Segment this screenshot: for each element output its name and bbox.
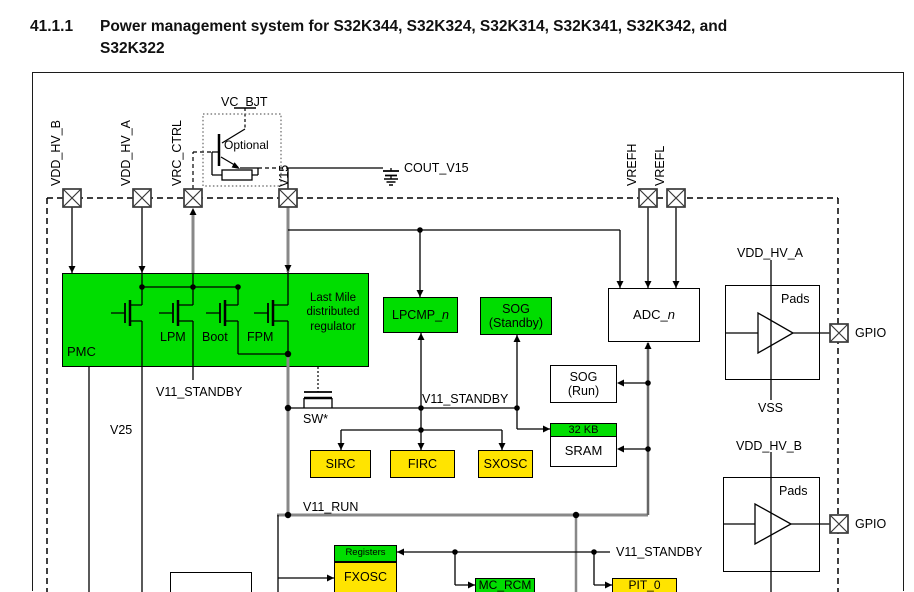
v11-run-label: V11_RUN bbox=[303, 500, 359, 514]
adc-n: n bbox=[667, 306, 675, 322]
pmc-label: PMC bbox=[67, 344, 96, 359]
arrowheads bbox=[68, 162, 680, 589]
optional-box bbox=[202, 113, 282, 187]
pin-v15-icon bbox=[278, 188, 298, 208]
adc-label: ADC_ bbox=[633, 306, 668, 322]
fxosc-registers-banner: Registers bbox=[334, 545, 397, 562]
section-title-line2: S32K322 bbox=[100, 40, 165, 57]
sxosc-block: SXOSC bbox=[478, 450, 533, 478]
pit0-block: PIT_0 bbox=[612, 578, 677, 592]
pin-vrefh-icon bbox=[638, 188, 658, 208]
pin-icons bbox=[62, 188, 849, 534]
gpio-b-label: GPIO bbox=[855, 517, 887, 531]
vdd-hv-b-pads-label: VDD_HV_B bbox=[736, 439, 802, 453]
pin-vdd-hv-a-icon bbox=[132, 188, 152, 208]
sirc-block: SIRC bbox=[310, 450, 371, 478]
pin-gpio-a-icon bbox=[829, 323, 849, 343]
boot-label: Boot bbox=[202, 330, 228, 344]
capacitor-ground-icon bbox=[383, 170, 399, 186]
pin-vrc-ctrl-icon bbox=[183, 188, 203, 208]
v11-standby-mid-label: V11_STANDBY bbox=[422, 392, 509, 406]
pads-b-label: Pads bbox=[779, 484, 808, 498]
power-wires bbox=[191, 207, 648, 517]
gpio-a-label: GPIO bbox=[855, 326, 887, 340]
aux-dashed bbox=[192, 108, 319, 392]
chip-boundary bbox=[46, 197, 839, 592]
optional-label: Optional bbox=[224, 138, 269, 152]
lpcmp-label: LPCMP_ bbox=[392, 307, 443, 322]
pin-vdd-hv-b-icon bbox=[62, 188, 82, 208]
pin-label-vrc-ctrl: VRC_CTRL bbox=[170, 120, 184, 186]
lpcmp-block: LPCMP_n bbox=[383, 297, 458, 333]
v25-label: V25 bbox=[110, 423, 133, 437]
junction-dots bbox=[139, 227, 651, 555]
pin-label-vrefl: VREFL bbox=[653, 145, 667, 186]
pin-label-vdd-hv-b: VDD_HV_B bbox=[49, 120, 63, 186]
v11-standby-bottom-label: V11_STANDBY bbox=[616, 545, 703, 559]
sog-standby-block: SOG (Standby) bbox=[480, 297, 552, 335]
buffer-triangle-icons bbox=[754, 311, 795, 546]
resistor-icon bbox=[221, 169, 253, 181]
sram-block: SRAM bbox=[550, 436, 617, 467]
sram-size-banner: 32 KB bbox=[550, 423, 617, 436]
pin-label-v15: V15 bbox=[277, 164, 291, 187]
lpm-label: LPM bbox=[160, 330, 186, 344]
mc-rcm-block: MC_RCM bbox=[475, 578, 535, 592]
fxosc-block: FXOSC bbox=[334, 562, 397, 592]
sog-run-block: SOG (Run) bbox=[550, 365, 617, 403]
bottom-left-block bbox=[170, 572, 252, 592]
v11-standby-pmc-label: V11_STANDBY bbox=[156, 385, 243, 399]
pin-label-vrefh: VREFH bbox=[625, 143, 639, 186]
vss-label: VSS bbox=[758, 401, 784, 415]
fpm-label: FPM bbox=[247, 330, 274, 344]
pin-label-cout-v15: COUT_V15 bbox=[404, 161, 469, 175]
pin-label-vdd-hv-a: VDD_HV_A bbox=[119, 120, 133, 186]
section-title-line1: Power management system for S32K344, S32… bbox=[100, 18, 728, 35]
vdd-hv-a-pads-label: VDD_HV_A bbox=[737, 246, 803, 260]
last-mile-regulator-label: Last Mile distributed regulator bbox=[306, 292, 360, 333]
pin-gpio-b-icon bbox=[829, 514, 849, 534]
pads-a-label: Pads bbox=[781, 292, 810, 306]
sw-label: SW* bbox=[303, 412, 328, 426]
pin-vrefl-icon bbox=[666, 188, 686, 208]
adc-block: ADC_n bbox=[608, 288, 700, 342]
firc-block: FIRC bbox=[390, 450, 455, 478]
pmc-block bbox=[62, 273, 369, 367]
signal-wires bbox=[71, 128, 830, 592]
section-number: 41.1.1 bbox=[30, 18, 74, 35]
lpcmp-n: n bbox=[442, 307, 449, 322]
figure-frame bbox=[32, 72, 904, 591]
pin-label-vc-bjt: VC_BJT bbox=[221, 95, 268, 109]
